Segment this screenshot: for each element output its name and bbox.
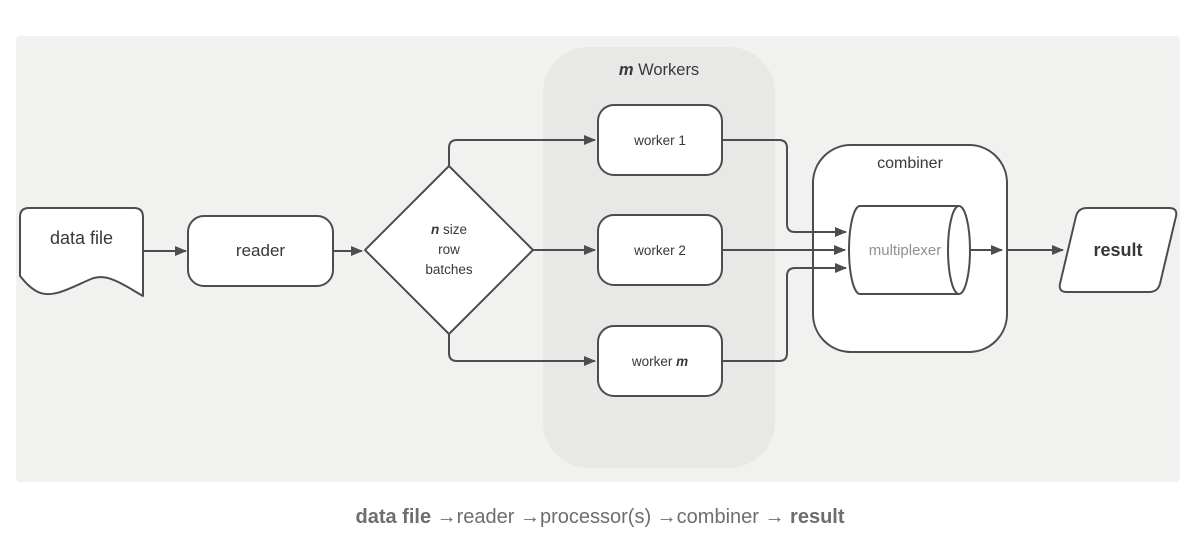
data-file-shape [19, 207, 144, 297]
caption-result: result [790, 505, 845, 528]
edge-workerm-multiplexer [722, 263, 847, 362]
multiplexer-cylinder-cap [947, 205, 971, 295]
edge-batcher-worker1 [448, 135, 596, 166]
caption-datafile: data file [355, 505, 432, 528]
batcher-diamond-shape [364, 165, 534, 335]
worker1-shape [597, 104, 723, 176]
multiplexer-cylinder-body [848, 205, 959, 295]
worker2-shape [597, 214, 723, 286]
workerm-shape [597, 325, 723, 397]
result-shape [1058, 207, 1178, 293]
reader-shape [187, 215, 334, 287]
caption-middle: →reader →processor(s) →combiner → [431, 505, 791, 528]
edge-worker1-multiplexer [722, 139, 847, 237]
pipeline-caption: data file →reader →processor(s) →combine… [0, 500, 1200, 534]
edge-batcher-workerm [448, 334, 596, 366]
